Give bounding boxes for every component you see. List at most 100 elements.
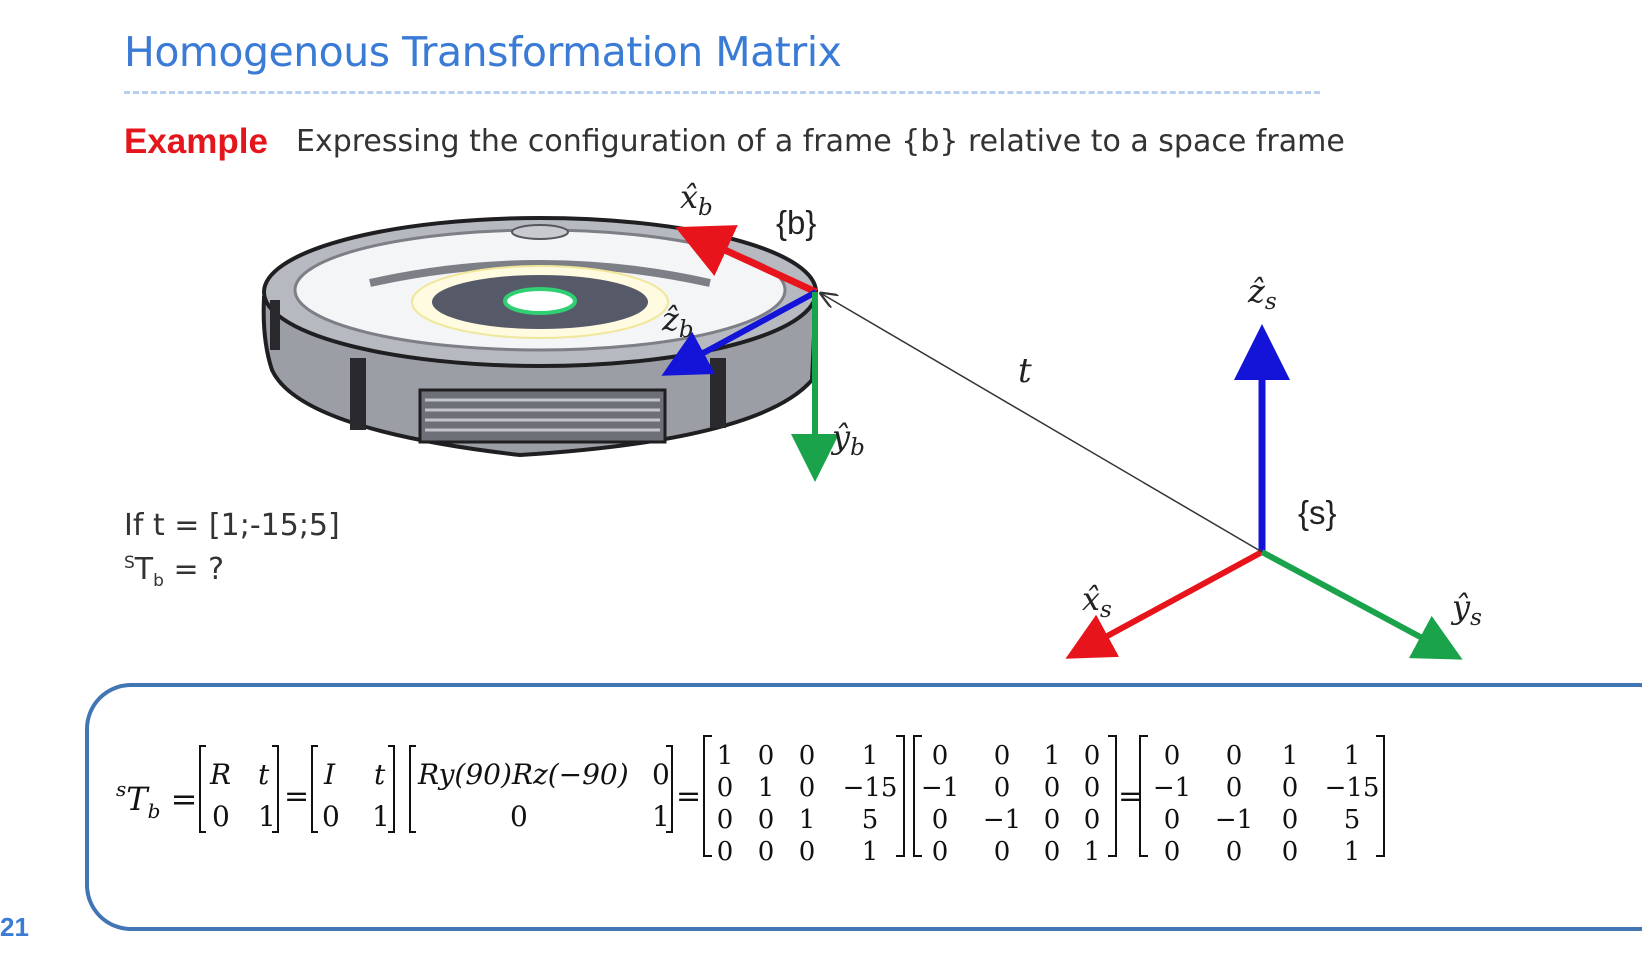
m4-cell-1-1: 1 [758, 773, 775, 803]
zs-axis-subscript: s [1265, 289, 1277, 315]
m5-cell-1-1: 0 [994, 773, 1011, 803]
m6-cell-2-2: 0 [1282, 805, 1299, 835]
m6-cell-3-3: 1 [1344, 837, 1361, 867]
m6-cell-2-3: 5 [1344, 805, 1361, 835]
m4-right-bracket [896, 735, 905, 857]
m6-left-bracket [1139, 735, 1148, 857]
m4-cell-3-0: 0 [717, 837, 734, 867]
m1-zero: 0 [212, 800, 230, 833]
m2-one: 1 [372, 800, 390, 833]
m5-cell-3-0: 0 [932, 837, 949, 867]
ys-axis-symbol: ŷ [1450, 588, 1471, 626]
m2-i: I [323, 758, 336, 791]
m6-cell-2-1: −1 [1215, 805, 1253, 835]
m5-cell-1-3: 0 [1084, 773, 1101, 803]
m4-left-bracket [703, 735, 712, 857]
ys-axis-label: ŷs [1450, 588, 1482, 631]
m5-cell-2-2: 0 [1044, 805, 1061, 835]
zb-axis-subscript: b [679, 317, 694, 343]
m4-cell-2-1: 0 [758, 805, 775, 835]
robot-vacuum-icon [261, 216, 819, 458]
m4-cell-0-3: 1 [862, 741, 879, 771]
m6-cell-1-1: 0 [1226, 773, 1243, 803]
m6-cell-1-3: −15 [1325, 773, 1380, 803]
m3-rotation: Ry(90)Rz(−90) [417, 758, 629, 791]
m6-cell-1-0: −1 [1153, 773, 1191, 803]
xs-axis-symbol: x̂ [1082, 580, 1100, 618]
frame-b-label: {b} [776, 204, 816, 241]
ys-axis-subscript: s [1470, 605, 1482, 631]
m5-cell-0-2: 1 [1044, 741, 1061, 771]
zb-axis-arrow [661, 289, 818, 376]
page-number: 21 [0, 912, 29, 942]
m2-left-bracket [311, 745, 318, 833]
m4-cell-2-3: 5 [862, 805, 879, 835]
frame-s-label: {s} [1298, 494, 1337, 531]
m4-cell-3-2: 0 [799, 837, 816, 867]
m4-cell-3-3: 1 [862, 837, 879, 867]
m5-cell-2-0: 0 [932, 805, 949, 835]
example-label: Example [124, 122, 268, 161]
transformation-equation: sTb = R t 0 1 = I t 0 1 Ry(90)Rz(−90) 0 … [116, 735, 1385, 867]
m2-right-bracket [388, 745, 395, 833]
m6-cell-3-1: 0 [1226, 837, 1243, 867]
m5-cell-0-1: 0 [994, 741, 1011, 771]
svg-text:=: = [676, 779, 701, 814]
translation-condition: If t = [1;-15;5] [124, 508, 340, 543]
xs-axis-arrow [1065, 549, 1264, 659]
lhs-superscript: s [116, 777, 126, 801]
m5-cell-1-0: −1 [921, 773, 959, 803]
ys-axis-arrow [1260, 549, 1463, 660]
m1-t: t [258, 758, 270, 791]
xb-axis-symbol: x̂ [680, 178, 698, 216]
m2-zero: 0 [322, 800, 340, 833]
m5-cell-0-3: 0 [1084, 741, 1101, 771]
m5-cell-2-3: 0 [1084, 805, 1101, 835]
svg-text:=: = [1118, 779, 1143, 814]
m1-left-bracket [199, 745, 206, 833]
xs-axis-label: x̂s [1082, 580, 1112, 623]
m6-cell-3-0: 0 [1164, 837, 1181, 867]
svg-text:=: = [284, 779, 309, 814]
m5-right-bracket [1108, 735, 1117, 857]
lhs-symbol: T [126, 780, 150, 818]
m6-right-bracket [1376, 735, 1385, 857]
yb-axis-label: ŷb [830, 418, 865, 461]
lhs-subscript: b [148, 799, 161, 823]
m4-cell-0-2: 0 [799, 741, 816, 771]
m1-one: 1 [258, 800, 276, 833]
m4-cell-2-0: 0 [717, 805, 734, 835]
m1-r: R [209, 758, 231, 791]
m5-cell-3-2: 0 [1044, 837, 1061, 867]
m6-cell-2-0: 0 [1164, 805, 1181, 835]
m3-bottom-left: 0 [510, 800, 528, 833]
m5-left-bracket [913, 735, 922, 857]
vector-t-label: t [1018, 351, 1032, 391]
m5-cell-2-1: −1 [983, 805, 1021, 835]
transform-question-mark: = ? [163, 552, 225, 587]
slide-title: Homogenous Transformation Matrix [124, 28, 842, 76]
m5-cell-1-2: 0 [1044, 773, 1061, 803]
title-divider [124, 91, 1320, 94]
transform-superscript: S [124, 553, 135, 573]
xb-axis-arrow [675, 225, 818, 296]
m6-cell-0-2: 1 [1282, 741, 1299, 771]
translation-vector-arrow [822, 294, 1263, 553]
m4-cell-1-3: −15 [843, 773, 898, 803]
zs-axis-symbol: ẑ [1247, 272, 1266, 310]
m6-cell-0-0: 0 [1164, 741, 1181, 771]
equation-lhs: sTb = [116, 777, 197, 823]
zb-axis-label: ẑb [661, 300, 694, 343]
xs-axis-subscript: s [1100, 597, 1112, 623]
example-description: Expressing the configuration of a frame … [296, 124, 1345, 159]
m3-top-right: 0 [652, 758, 670, 791]
m5-cell-3-3: 1 [1084, 837, 1101, 867]
m6-cell-0-3: 1 [1344, 741, 1361, 771]
xb-axis-subscript: b [698, 195, 713, 221]
transform-symbol: T [134, 552, 154, 587]
m4-cell-3-1: 0 [758, 837, 775, 867]
